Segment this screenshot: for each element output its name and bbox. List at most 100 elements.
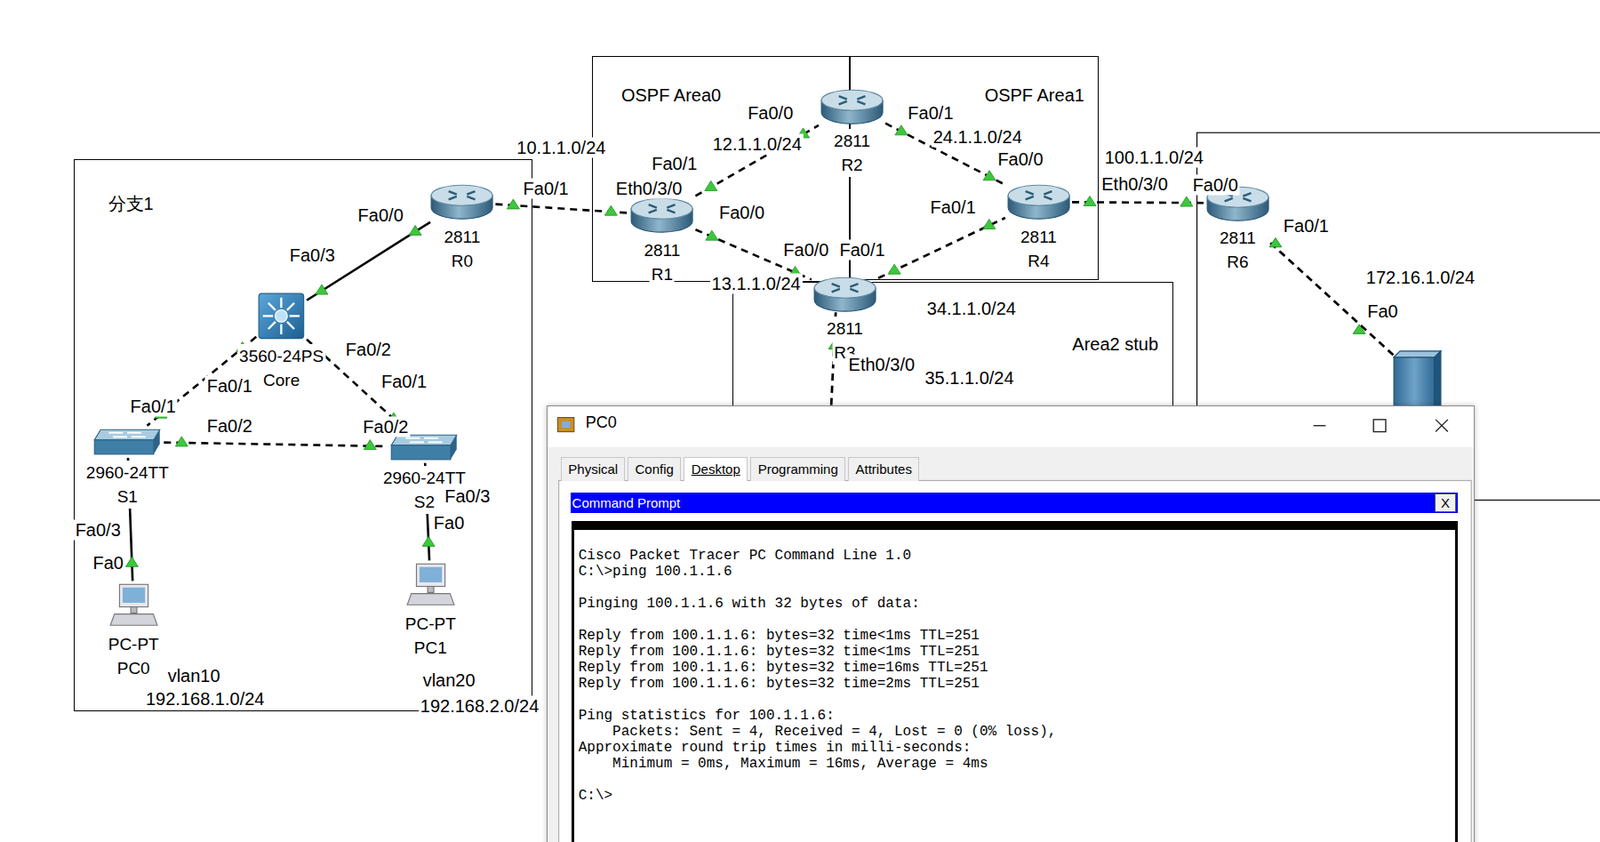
device-name: R2 [839, 152, 864, 177]
console-line: Minimum = 0ms, Maximum = 16ms, Average =… [578, 755, 1456, 772]
port-label: Fa0/0 [717, 201, 767, 223]
port-label: Fa0/1 [521, 178, 571, 200]
device-name: 2811 [441, 224, 482, 249]
device-caption: PC-PTPC1 [403, 611, 458, 660]
console-line: Ping statistics for 100.1.1.6: [578, 707, 1456, 724]
pc-icon-art [109, 582, 159, 628]
terminal: Cisco Packet Tracer PC Command Line 1.0C… [571, 520, 1459, 842]
switch-icon: 2960-24TTS1 [92, 427, 162, 456]
link-light [408, 224, 422, 235]
subnet-label: 192.168.2.0/24 [418, 696, 541, 717]
tab-text: Attributes [856, 460, 912, 479]
link-line [163, 442, 388, 447]
subnet-label: 13.1.1.0/24 [710, 273, 803, 295]
link-light [1352, 324, 1366, 334]
title-bar: XCommand Prompt [570, 492, 1459, 513]
area-region-text: OSPF Area0 [621, 84, 721, 106]
app-window-text: PC0 [585, 411, 617, 433]
device-name: S1 [115, 484, 140, 509]
port-label: Eth0/3/0 [1099, 173, 1170, 194]
device-caption: 2811R2 [832, 128, 872, 177]
close-button: X [1434, 493, 1456, 512]
device-name: 2811 [641, 238, 682, 263]
port-label: Eth0/3/0 [847, 353, 918, 375]
port-label: Fa0/1 [905, 103, 955, 124]
device-name: PC1 [412, 635, 449, 660]
device-name: R6 [1224, 249, 1250, 274]
link-light [983, 170, 996, 181]
subnet-label: 192.168.1.0/24 [144, 688, 266, 710]
console-line: Pinging 100.1.1.6 with 32 bytes of data: [578, 595, 1456, 612]
device-caption: 2960-24TTS1 [84, 460, 171, 509]
link-light [604, 205, 617, 216]
port-label: Fa0/2 [205, 415, 255, 436]
router-icon-art [1007, 183, 1071, 220]
subnet-label: 24.1.1.0/24 [931, 126, 1024, 147]
console-line: C:\> [578, 787, 1456, 804]
link-line [878, 217, 1006, 279]
link-light [1180, 196, 1193, 207]
switch-icon: 2960-24TTS2 [389, 432, 459, 462]
console-line: Reply from 100.1.1.6: bytes=32 time<1ms … [578, 643, 1456, 660]
device-caption: 2811R1 [641, 238, 682, 287]
subnet-label: 10.1.1.0/24 [514, 137, 608, 159]
device-name: PC0 [115, 656, 152, 680]
area-region: 2811R4OSPF Area1 [849, 56, 1099, 280]
router-icon: 2811R3 [813, 275, 877, 312]
device-caption: PC-PTPC0 [106, 632, 161, 680]
app-window: PhysicalConfigDesktopProgrammingAttribut… [546, 405, 1474, 842]
console-line: Reply from 100.1.1.6: bytes=32 time<1ms … [578, 627, 1456, 644]
link-light [1083, 195, 1096, 206]
port-label: Fa0/3 [73, 519, 123, 540]
console-line: Reply from 100.1.1.6: bytes=32 time=16ms… [578, 659, 1456, 676]
port-label: vlan10 [166, 664, 223, 686]
port-label: Fa0/3 [288, 244, 337, 265]
device-name: S2 [412, 489, 437, 514]
port-label: Fa0 [90, 552, 125, 573]
console-line: Reply from 100.1.1.6: bytes=32 time=2ms … [578, 675, 1456, 692]
router-icon: 2811R2 [820, 88, 884, 125]
router-icon-art [430, 183, 494, 220]
console-line: Cisco Packet Tracer PC Command Line 1.0 [578, 547, 1456, 564]
port-label: Fa0/1 [928, 197, 978, 218]
link-light [363, 440, 376, 450]
switch-icon-art [389, 432, 459, 462]
area-region: 2811R0 3560-24PSCore 2960-24TTS1 2960-24TTS… [73, 159, 534, 712]
port-label: Fa0/0 [781, 240, 831, 261]
subnet-label: 34.1.1.0/24 [925, 297, 1018, 319]
area-region-text: 分支1 [108, 192, 154, 215]
router-icon: 2811R1 [630, 196, 694, 233]
link-light [704, 181, 718, 192]
router-icon: 2811R0 [430, 183, 494, 220]
device-name: 2811 [824, 316, 865, 341]
port-label: vlan20 [421, 669, 478, 690]
link-light [125, 556, 138, 567]
subnet-label: 172.16.1.0/24 [1364, 267, 1477, 288]
router-icon-art [820, 88, 884, 125]
tab: Programming [750, 456, 846, 480]
multilayer-switch-art [257, 292, 305, 340]
subnet-label: 12.1.1.0/24 [711, 133, 804, 154]
port-label: Fa0/0 [995, 149, 1045, 170]
link-light [895, 125, 908, 136]
link-light [1269, 237, 1282, 247]
device-name: 2811 [832, 128, 872, 153]
device-name: R1 [649, 262, 675, 287]
close-button-text: X [1440, 495, 1450, 512]
switch-icon-art [92, 427, 162, 456]
tab-text: Desktop [691, 460, 741, 479]
link-light [422, 536, 435, 546]
port-label: Fa0 [1365, 301, 1400, 322]
pc-icon-art [406, 561, 456, 608]
multilayer-switch: 3560-24PSCore [257, 292, 305, 340]
device-caption: 2811R4 [1018, 224, 1059, 273]
link-light [175, 436, 188, 447]
link-light [705, 230, 719, 240]
router-icon-art [813, 275, 877, 312]
device-caption: 2811R0 [441, 224, 482, 273]
port-label: Fa0/2 [360, 416, 410, 437]
tab-text: Programming [758, 460, 839, 479]
device-name: R0 [449, 248, 475, 273]
port-label: Eth0/3/0 [614, 178, 685, 200]
